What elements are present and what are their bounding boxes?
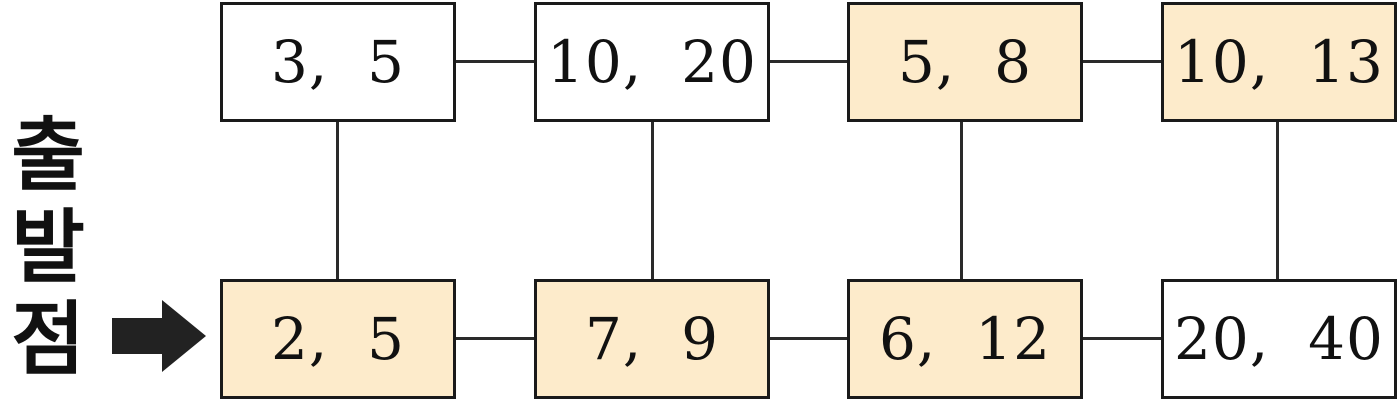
node-top-1: 3, 5	[220, 2, 456, 122]
node-label: 3, 5	[270, 28, 406, 96]
node-bottom-3: 6, 12	[847, 279, 1083, 399]
start-label-char: 점	[11, 293, 85, 386]
start-label-char: 발	[11, 201, 85, 294]
node-top-4: 10, 13	[1161, 2, 1397, 122]
edge-bottom-1-2	[456, 337, 536, 340]
node-bottom-4: 20, 40	[1161, 279, 1397, 399]
node-label: 5, 8	[897, 28, 1033, 96]
node-top-2: 10, 20	[534, 2, 770, 122]
edge-col-1	[336, 122, 339, 280]
start-label-char: 출	[11, 109, 85, 202]
start-label: 출 발 점	[8, 110, 88, 386]
node-top-3: 5, 8	[847, 2, 1083, 122]
node-label: 20, 40	[1174, 305, 1384, 373]
edge-col-3	[960, 122, 963, 280]
edge-top-3-4	[1083, 60, 1163, 63]
edge-bottom-3-4	[1083, 337, 1163, 340]
node-bottom-2: 7, 9	[534, 279, 770, 399]
node-label: 10, 13	[1174, 28, 1384, 96]
edge-col-2	[651, 122, 654, 280]
node-label: 6, 12	[878, 305, 1051, 373]
node-label: 2, 5	[270, 305, 406, 373]
node-label: 10, 20	[547, 28, 757, 96]
edge-bottom-2-3	[770, 337, 850, 340]
right-arrow-icon	[112, 300, 206, 372]
edge-top-2-3	[770, 60, 850, 63]
node-label: 7, 9	[584, 305, 720, 373]
edge-top-1-2	[456, 60, 536, 63]
node-bottom-1: 2, 5	[220, 279, 456, 399]
edge-col-4	[1276, 122, 1279, 280]
